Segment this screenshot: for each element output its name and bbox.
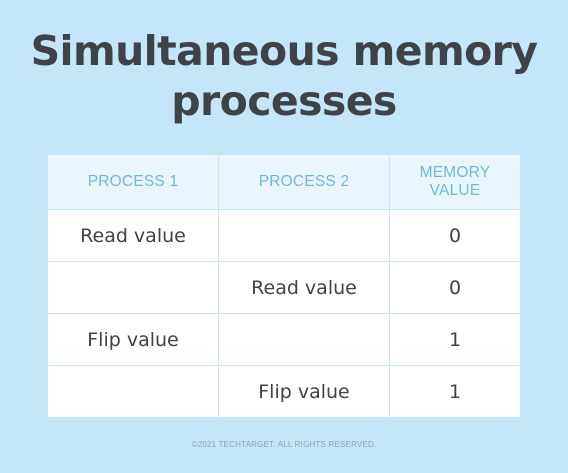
table-cell-memory-value: 0: [389, 261, 521, 314]
header-memory-value-line-2: VALUE: [429, 182, 481, 199]
header-memory-value: MEMORY VALUE: [389, 154, 521, 210]
table-cell-process-1: [47, 261, 219, 314]
page-title: Simultaneous memory processes: [0, 26, 568, 126]
table-cell-process-2: Read value: [218, 261, 390, 314]
table-cell-process-2: [218, 209, 390, 262]
header-process-1: PROCESS 1: [47, 154, 219, 210]
table-row: Read value 0: [47, 209, 521, 262]
title-line-1: Simultaneous memory: [30, 27, 538, 75]
header-process-2-label: PROCESS 2: [258, 173, 350, 190]
header-process-1-label: PROCESS 1: [87, 173, 179, 190]
table-cell-process-1: Flip value: [47, 313, 219, 366]
title-line-2: processes: [171, 77, 397, 125]
table-header-row: PROCESS 1 PROCESS 2 MEMORY VALUE: [47, 154, 521, 210]
table-cell-process-1: [47, 365, 219, 418]
memory-process-table: PROCESS 1 PROCESS 2 MEMORY VALUE Read va…: [47, 154, 521, 418]
header-process-2: PROCESS 2: [218, 154, 390, 210]
table-cell-process-2: [218, 313, 390, 366]
table-cell-memory-value: 1: [389, 365, 521, 418]
table-row: Flip value 1: [47, 313, 521, 366]
header-memory-value-line-1: MEMORY: [419, 164, 491, 181]
table-row: Flip value 1: [47, 365, 521, 418]
table-cell-process-2: Flip value: [218, 365, 390, 418]
table-cell-process-1: Read value: [47, 209, 219, 262]
table-cell-memory-value: 0: [389, 209, 521, 262]
table-cell-memory-value: 1: [389, 313, 521, 366]
copyright-footer: ©2021 TECHTARGET. ALL RIGHTS RESERVED.: [191, 440, 377, 449]
table-row: Read value 0: [47, 261, 521, 314]
